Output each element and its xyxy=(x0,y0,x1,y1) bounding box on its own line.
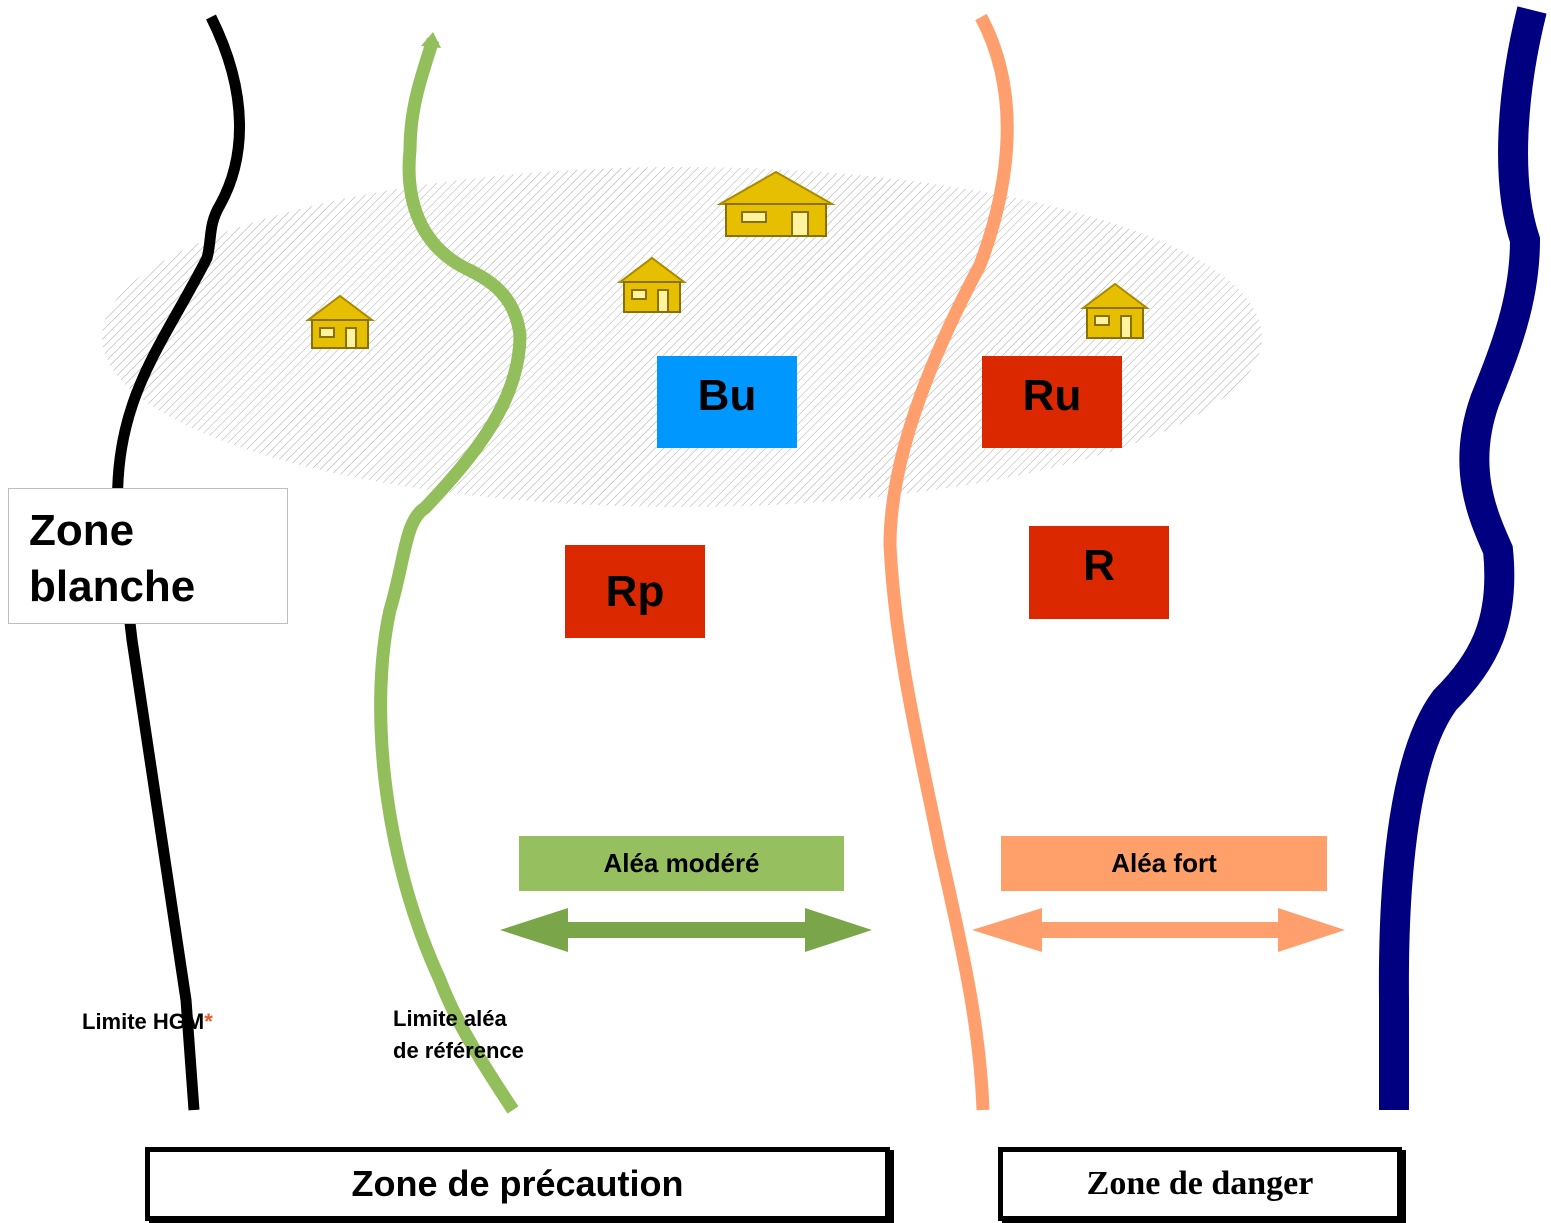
moderate-hazard-bar: Aléa modéré xyxy=(519,836,844,891)
urban-area-hatch xyxy=(102,167,1262,507)
reference-limit-label-line2: de référence xyxy=(393,1038,524,1063)
danger-zone-label: Zone de danger xyxy=(1086,1165,1314,1202)
white-zone-label-line1: Zone xyxy=(29,506,135,555)
code-rp: Rp xyxy=(565,545,705,638)
danger-zone-box: Zone de danger xyxy=(998,1147,1402,1221)
precaution-zone-box: Zone de précaution xyxy=(145,1147,890,1221)
precaution-zone-label: Zone de précaution xyxy=(351,1163,684,1204)
hgm-limit-label: Limite HGM* xyxy=(82,1006,213,1038)
white-zone-label-line2: blanche xyxy=(29,562,196,611)
house-icon xyxy=(617,256,687,313)
hgm-limit-text: Limite HGM xyxy=(82,1009,205,1034)
hgm-limit-asterisk: * xyxy=(204,1009,213,1034)
house-icon xyxy=(1080,282,1150,339)
reference-limit-label-line1: Limite aléa xyxy=(393,1006,507,1031)
code-r: R xyxy=(1029,526,1169,619)
code-bu: Bu xyxy=(657,356,797,448)
river-line xyxy=(1378,6,1547,1110)
house-icon xyxy=(305,294,375,349)
strong-hazard-limit-line xyxy=(883,13,1014,1111)
reference-limit-label: Limite aléa de référence xyxy=(393,1003,524,1067)
reference-limit-arrowhead xyxy=(421,32,441,48)
moderate-hazard-arrow xyxy=(500,908,872,952)
code-ru: Ru xyxy=(982,356,1122,448)
strong-hazard-arrow xyxy=(972,908,1345,952)
house-icon xyxy=(716,170,836,237)
hgm-limit-line xyxy=(111,14,245,1111)
white-zone-label: Zone blanche xyxy=(8,488,288,624)
reference-limit-line xyxy=(374,37,527,1114)
strong-hazard-bar: Aléa fort xyxy=(1001,836,1327,891)
